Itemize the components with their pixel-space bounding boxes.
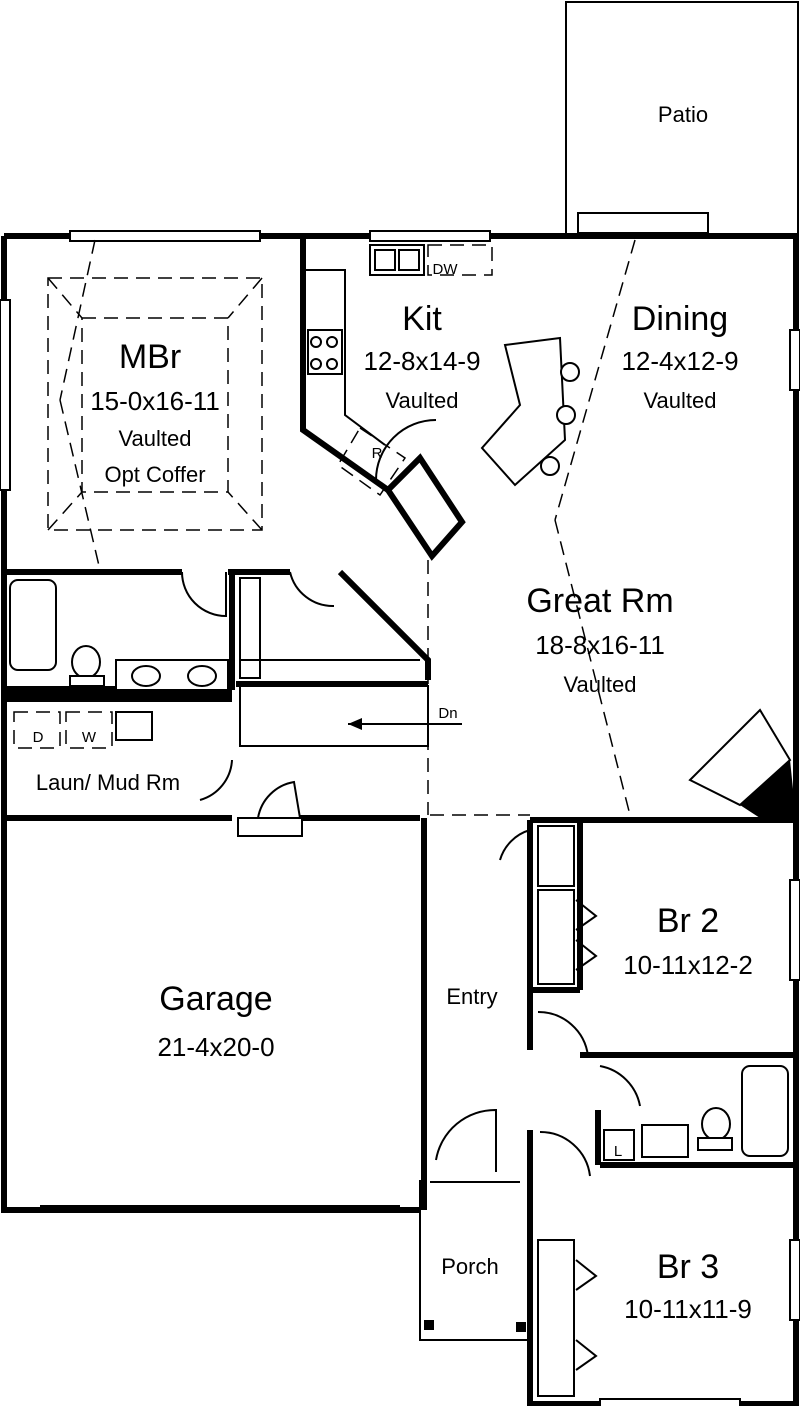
- kit-size: 12-8x14-9: [363, 346, 480, 376]
- laundry-label: Laun/ Mud Rm: [36, 770, 180, 795]
- linen-closet-label: L: [614, 1143, 622, 1160]
- kit-label: Kit: [402, 300, 442, 338]
- mbr-note-vaulted: Vaulted: [119, 426, 192, 451]
- patio-label: Patio: [658, 102, 708, 127]
- laundry-fixtures: [13, 711, 153, 749]
- doors: [181, 419, 641, 1177]
- closets: [537, 825, 598, 1397]
- entry-label: Entry: [446, 984, 497, 1009]
- stairs: [239, 577, 462, 747]
- windows: [0, 230, 800, 1406]
- garage-door: [40, 817, 400, 1207]
- master-bath-fixtures: [9, 579, 229, 691]
- dining-note-vaulted: Vaulted: [644, 388, 717, 413]
- kit-note-vaulted: Vaulted: [386, 388, 459, 413]
- fireplace: [688, 708, 796, 818]
- vault-lines: [47, 239, 636, 816]
- dishwasher-label: DW: [433, 261, 459, 278]
- great-room-note-vaulted: Vaulted: [564, 672, 637, 697]
- br2-label: Br 2: [657, 902, 719, 940]
- great-room-label: Great Rm: [526, 582, 673, 620]
- refrigerator-label: R: [372, 445, 383, 462]
- mbr-label: MBr: [119, 338, 181, 376]
- washer-label: W: [82, 729, 97, 746]
- kitchen-fixtures: [303, 244, 580, 497]
- mbr-note-coffer: Opt Coffer: [104, 462, 205, 487]
- stairs-down-label: Dn: [438, 705, 457, 722]
- br3-label: Br 3: [657, 1248, 719, 1286]
- porch-label: Porch: [441, 1254, 498, 1279]
- hall-bath-fixtures: [603, 1065, 789, 1161]
- room-labels: Patio MBr 15-0x16-11 Vaulted Opt Coffer …: [36, 102, 753, 1324]
- exterior-walls: [1, 233, 799, 1406]
- br2-size: 10-11x12-2: [623, 950, 753, 980]
- dining-size: 12-4x12-9: [621, 346, 738, 376]
- br3-size: 10-11x11-9: [624, 1294, 752, 1324]
- dryer-label: D: [33, 729, 44, 746]
- mbr-size: 15-0x16-11: [90, 386, 220, 416]
- garage-label: Garage: [159, 980, 272, 1018]
- fixture-labels: DW R D W L Dn: [33, 261, 623, 1160]
- great-room-size: 18-8x16-11: [535, 630, 665, 660]
- porch-area: [419, 1180, 530, 1341]
- garage-size: 21-4x20-0: [157, 1032, 274, 1062]
- dining-label: Dining: [632, 300, 728, 338]
